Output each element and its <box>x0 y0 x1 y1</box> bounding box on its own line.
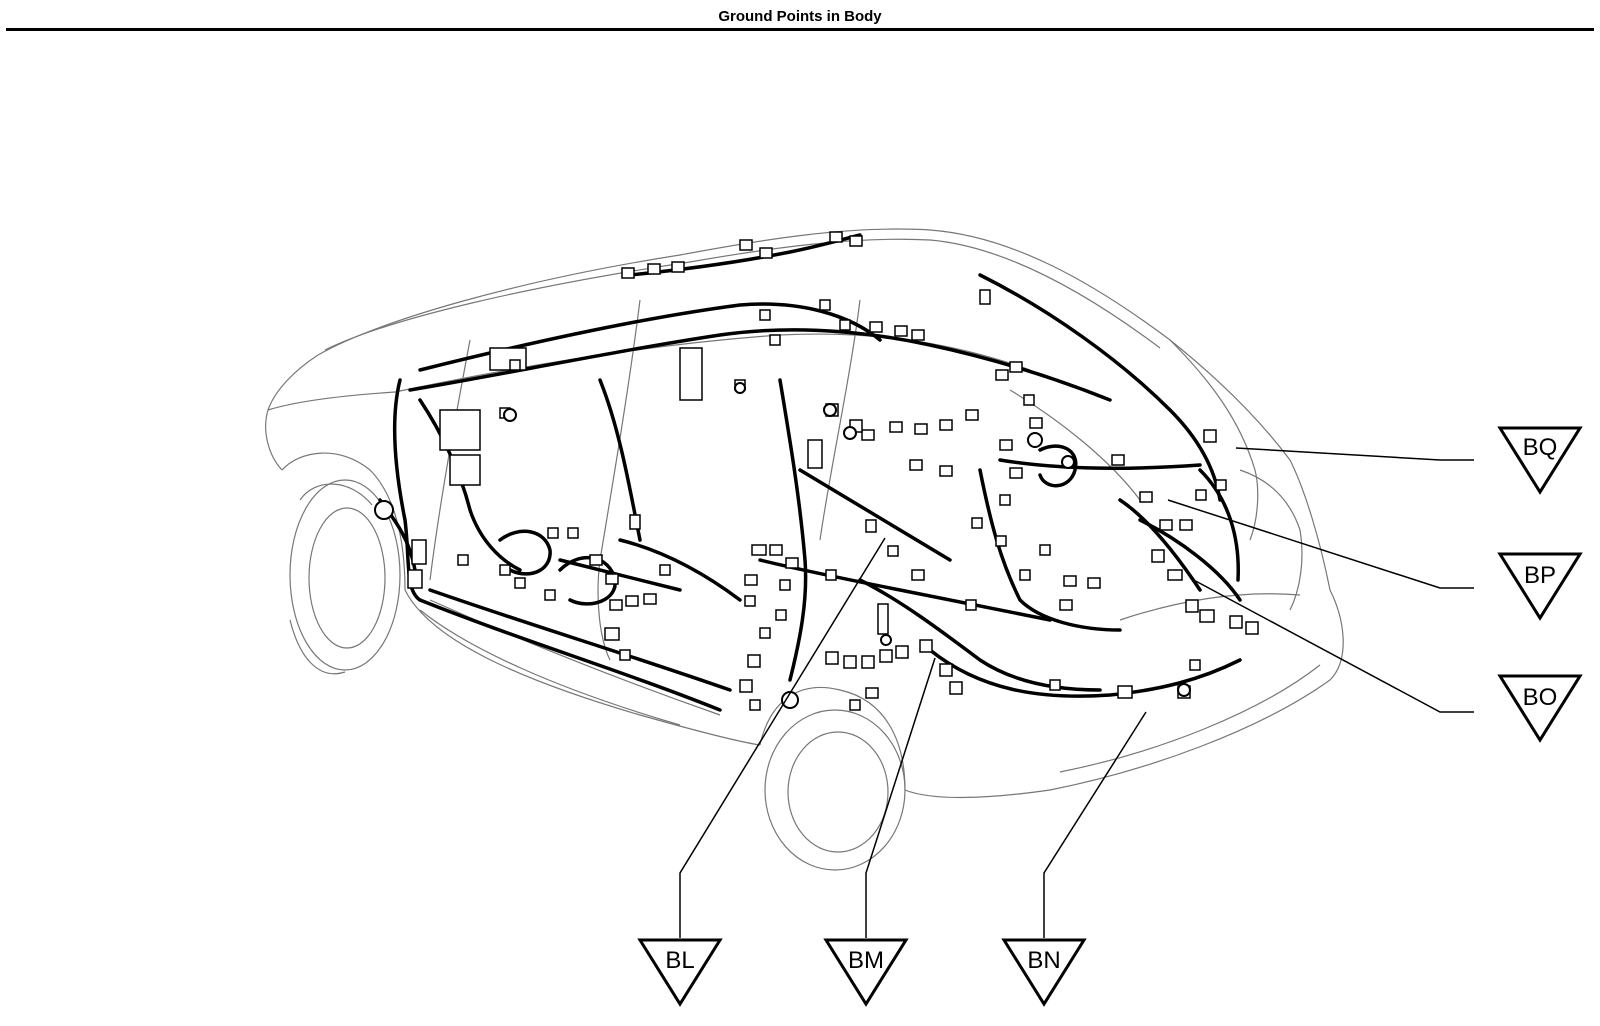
connectors <box>407 231 1259 711</box>
leader-line-bm <box>865 657 936 938</box>
leader-lines <box>679 447 1474 938</box>
title-rule <box>6 28 1594 31</box>
grommets <box>374 382 1191 709</box>
ground-point-bn: BN <box>1001 938 1087 1007</box>
ground-label-bo: BO <box>1523 684 1558 711</box>
ground-triangle-bn <box>1001 938 1087 1007</box>
ground-point-bl: BL <box>637 938 723 1007</box>
page-header: Ground Points in Body <box>0 0 1600 36</box>
leader-line-bp <box>1167 499 1474 589</box>
leader-line-bo <box>1189 577 1474 713</box>
ground-triangle-bo <box>1497 674 1583 743</box>
ground-triangle-bl <box>637 938 723 1007</box>
ground-label-bm: BM <box>848 947 884 974</box>
ground-label-bp: BP <box>1524 562 1556 589</box>
leader-line-bq <box>1235 447 1474 461</box>
ground-label-bl: BL <box>665 947 694 974</box>
ground-label-bn: BN <box>1027 947 1060 974</box>
page-title: Ground Points in Body <box>718 8 882 25</box>
ground-point-bm: BM <box>823 938 909 1007</box>
car-body-outline <box>265 228 1344 871</box>
leader-line-bn <box>1043 711 1147 938</box>
ground-triangle-bm <box>823 938 909 1007</box>
ground-triangle-bp <box>1497 552 1583 621</box>
leader-line-bl <box>679 537 886 938</box>
wiring-harness <box>378 233 1242 712</box>
ground-point-bp: BP <box>1497 552 1583 621</box>
ground-point-bo: BO <box>1497 674 1583 743</box>
ground-label-bq: BQ <box>1523 434 1558 461</box>
ground-triangle-bq <box>1497 426 1583 495</box>
ground-point-bq: BQ <box>1497 426 1583 495</box>
